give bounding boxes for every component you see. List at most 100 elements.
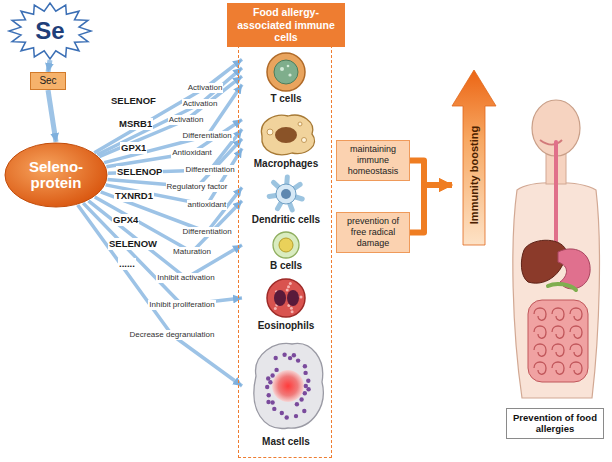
figure-part xyxy=(261,115,314,155)
flow-arrow xyxy=(89,201,243,278)
figure-part xyxy=(288,73,291,76)
arrow-label: Immunity boosting xyxy=(467,110,481,240)
outcome-box: prevention of free radical damage xyxy=(336,212,410,253)
protein-name: SELENOW xyxy=(108,238,158,250)
conclusion-box: Prevention of food allergies xyxy=(506,408,604,439)
figure-part xyxy=(266,376,270,380)
element-burst: Se xyxy=(8,2,92,60)
figure-part xyxy=(302,138,307,143)
edge-label: Activation xyxy=(168,115,205,125)
intestine-coil xyxy=(570,308,582,320)
figure-part xyxy=(268,380,272,384)
figure-part xyxy=(272,407,276,411)
figure-part xyxy=(287,290,299,306)
protein-name: SELENOF xyxy=(110,95,157,107)
figure-part xyxy=(285,415,289,419)
intestine-coil xyxy=(534,344,546,356)
figure-part xyxy=(281,189,291,199)
immune-cell: Eosinophils xyxy=(242,276,330,332)
note-text: prevention of free radical damage xyxy=(340,216,406,248)
figure-part xyxy=(267,279,305,317)
edge-label: antioxidant xyxy=(187,200,228,210)
immune-cell: Mast cells xyxy=(242,336,330,448)
cell-illustration xyxy=(242,230,330,260)
figure-part xyxy=(290,307,293,310)
figure-part xyxy=(274,307,277,310)
cell-label: Mast cells xyxy=(262,436,310,448)
edge-label: Decrease degranulation xyxy=(129,330,216,340)
flow-arrow xyxy=(106,148,242,205)
intestine-coils xyxy=(534,308,582,374)
cell-illustration xyxy=(242,174,330,214)
protein-name: TXNRD1 xyxy=(114,190,154,202)
edge-label: Differentiation xyxy=(181,227,232,237)
burst-outline xyxy=(9,3,91,59)
figure-part xyxy=(280,411,284,415)
figure-part xyxy=(299,397,303,401)
flow-arrow xyxy=(48,60,50,72)
figure-part xyxy=(274,290,286,306)
edge-label: Maturation xyxy=(172,247,212,257)
figure-part xyxy=(273,232,299,258)
intestine-coil xyxy=(570,344,582,356)
intestine-coil xyxy=(552,326,564,338)
edge-label: Differentiation xyxy=(184,165,235,175)
figure-part xyxy=(267,129,273,135)
cell-illustration xyxy=(242,276,330,320)
note-text: maintaining immune homeostasis xyxy=(340,144,406,176)
edge-label: Activation xyxy=(187,83,224,93)
flow-arrow xyxy=(97,68,242,155)
figure-part xyxy=(296,358,300,362)
box-label: Sec xyxy=(39,75,56,87)
note-text: Prevention of food allergies xyxy=(510,412,600,435)
flow-arrow xyxy=(94,59,242,152)
mouth xyxy=(540,140,562,145)
figure-part xyxy=(303,364,307,368)
figure-part xyxy=(292,353,296,357)
figure-part xyxy=(274,368,278,372)
edge-label: Inhibit activation xyxy=(156,273,215,283)
protein-name: ...... xyxy=(118,258,136,270)
figure-part xyxy=(274,356,278,360)
figure-part xyxy=(265,385,269,389)
figure-part xyxy=(272,370,304,402)
intestine-coil xyxy=(570,362,582,374)
figure-part xyxy=(295,402,299,406)
figure-part xyxy=(289,282,292,285)
figure-part xyxy=(282,353,286,357)
flow-arrow xyxy=(95,197,242,252)
cell-group-frame: Food allergy-associated immune cellsT ce… xyxy=(238,30,332,458)
flow-arrow xyxy=(78,205,242,386)
edge-label: Antioxidant xyxy=(171,148,213,158)
figure-part xyxy=(294,414,298,418)
cell-illustration xyxy=(242,51,330,93)
figure-part xyxy=(274,60,298,84)
cell-label: Macrophages xyxy=(254,158,318,170)
figure-part xyxy=(287,285,290,288)
pancreas xyxy=(548,284,576,290)
intestine-coil xyxy=(552,362,564,374)
intestine-coil xyxy=(552,308,564,320)
intestine-coil xyxy=(534,326,546,338)
figure-part xyxy=(288,356,292,360)
cell-label: T cells xyxy=(270,93,301,105)
protein-name: GPX4 xyxy=(112,214,139,226)
up-arrow-outline xyxy=(452,70,496,245)
edge-label: Activation xyxy=(182,99,219,109)
element-symbol: Se xyxy=(35,17,64,45)
flow-arrow xyxy=(104,85,242,163)
outcome-box: maintaining immune homeostasis xyxy=(336,140,410,181)
cell-illustration xyxy=(242,110,330,158)
esophagus xyxy=(554,142,558,252)
figure-part xyxy=(300,296,303,299)
cell-label: Eosinophils xyxy=(258,320,315,332)
figure-part xyxy=(287,65,290,68)
figure-part xyxy=(275,127,297,143)
amino-acid-box: Sec xyxy=(30,72,66,90)
ellipse-label: Seleno- protein xyxy=(19,159,93,192)
cell-label: Dendritic cells xyxy=(252,214,320,226)
cell-illustration xyxy=(242,336,330,436)
figure-part xyxy=(306,387,310,391)
protein-name: SELENOP xyxy=(116,166,163,178)
intestine-coil xyxy=(534,308,546,320)
